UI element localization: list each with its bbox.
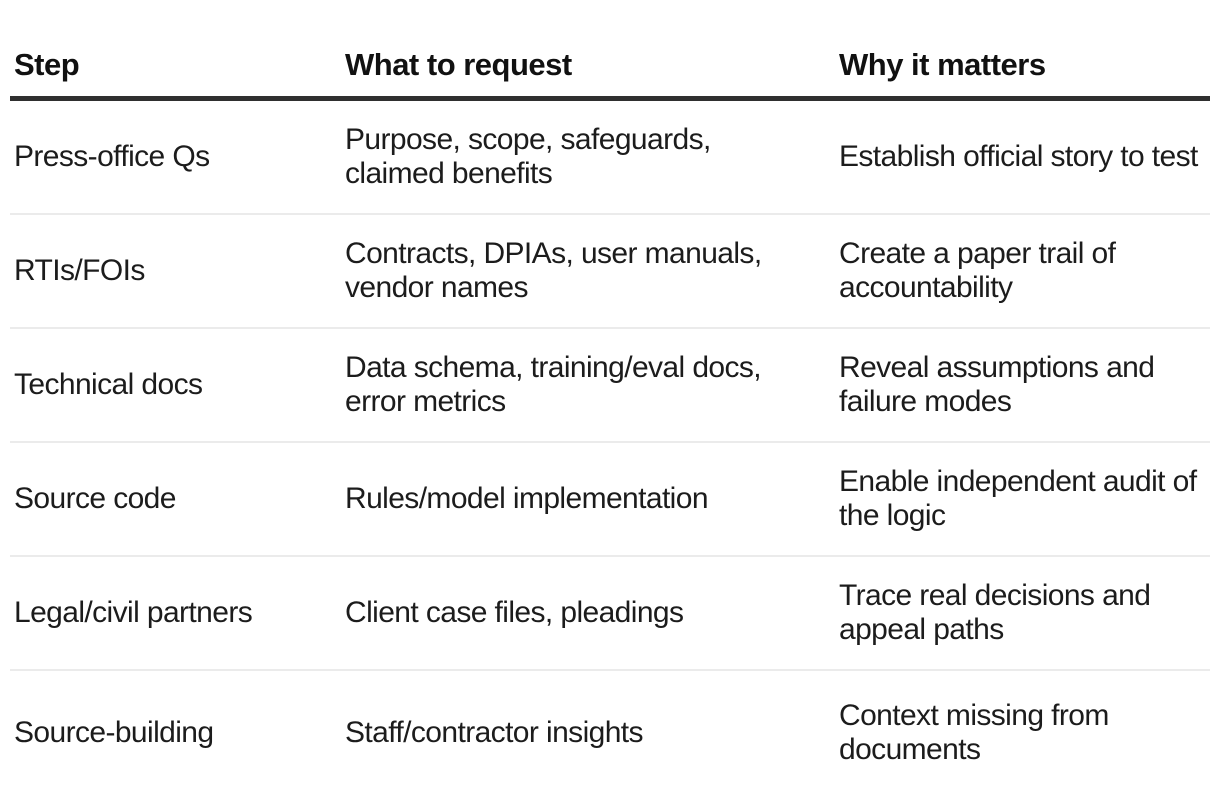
column-header-step: Step [14, 47, 80, 82]
cell-request: Rules/model implementation [345, 482, 709, 515]
cell-step: Source code [14, 482, 176, 515]
cell-why: Establish official story to test [839, 140, 1198, 173]
table-row: Source code Rules/model implementation E… [10, 443, 1210, 557]
table-row: RTIs/FOIs Contracts, DPIAs, user manuals… [10, 215, 1210, 329]
cell-request: Staff/contractor insights [345, 716, 644, 749]
cell-request: Purpose, scope, safeguards, claimed bene… [345, 123, 711, 190]
table-row: Technical docs Data schema, training/eva… [10, 329, 1210, 443]
cell-why: Reveal assumptions and failure modes [839, 351, 1155, 418]
cell-request: Contracts, DPIAs, user manuals, vendor n… [345, 237, 762, 304]
cell-why: Context missing from documents [839, 699, 1109, 766]
cell-request: Client case files, pleadings [345, 596, 684, 629]
cell-step: RTIs/FOIs [14, 254, 145, 287]
column-header-why-it-matters: Why it matters [839, 47, 1046, 82]
cell-step: Technical docs [14, 368, 203, 401]
table-row: Press-office Qs Purpose, scope, safeguar… [10, 101, 1210, 215]
table-header-row: Step What to request Why it matters [10, 0, 1210, 101]
cell-why: Create a paper trail of accountability [839, 237, 1116, 304]
steps-table: Step What to request Why it matters Pres… [10, 0, 1210, 795]
column-header-what-to-request: What to request [345, 47, 572, 82]
cell-why: Trace real decisions and appeal paths [839, 579, 1151, 646]
table-row: Source-building Staff/contractor insight… [10, 671, 1210, 795]
cell-why: Enable independent audit of the logic [839, 465, 1197, 532]
cell-step: Source-building [14, 716, 214, 749]
cell-step: Press-office Qs [14, 140, 210, 173]
cell-step: Legal/civil partners [14, 596, 253, 629]
table-row: Legal/civil partners Client case files, … [10, 557, 1210, 671]
cell-request: Data schema, training/eval docs, error m… [345, 351, 762, 418]
